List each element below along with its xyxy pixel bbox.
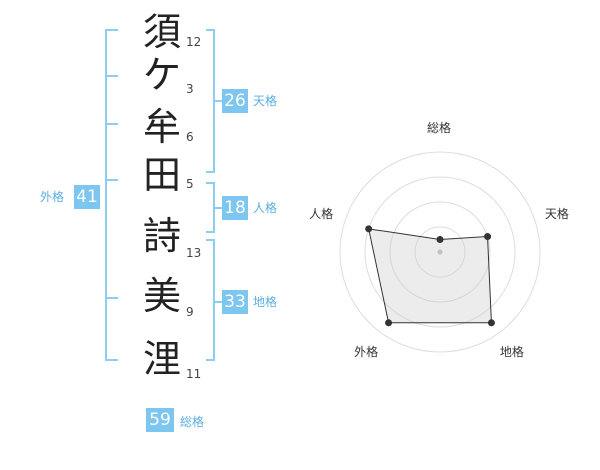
name-char-3: 牟 xyxy=(142,105,181,149)
stroke-count-1: 12 xyxy=(186,35,202,49)
stroke-count-7: 11 xyxy=(186,367,202,381)
radar-point-2 xyxy=(487,319,495,327)
radar-axis-label-soukaku: 総格 xyxy=(427,121,452,135)
radar-center xyxy=(437,249,443,255)
radar-axis-label-tenkaku: 天格 xyxy=(544,206,569,221)
tenkaku-badge: 26 xyxy=(222,89,248,113)
name-char-5: 詩 xyxy=(142,214,181,258)
radar-axis-label-gaikaku: 外格 xyxy=(354,345,379,360)
stroke-count-6: 9 xyxy=(186,305,194,319)
radar-axis-label-chikaku: 地格 xyxy=(499,345,524,360)
stroke-count-2: 3 xyxy=(186,82,194,96)
stroke-count-3: 6 xyxy=(186,130,194,144)
name-char-2: ケ xyxy=(142,53,181,97)
radar-ring-4 xyxy=(339,151,541,353)
name-char-7: 浬 xyxy=(142,337,181,381)
radar-series-polygon xyxy=(368,228,492,324)
soukaku-label: 総格 xyxy=(180,415,205,429)
gaikaku-badge: 41 xyxy=(74,185,100,209)
chikaku-label: 地格 xyxy=(253,295,278,309)
name-char-6: 美 xyxy=(142,274,181,318)
radar-axis-label-jinkaku: 人格 xyxy=(309,206,334,221)
radar-point-4 xyxy=(365,225,373,233)
radar-point-3 xyxy=(385,319,393,327)
soukaku-badge: 59 xyxy=(146,408,174,432)
radar-point-1 xyxy=(484,233,492,241)
name-char-1: 須 xyxy=(142,10,181,54)
jinkaku-label: 人格 xyxy=(253,201,278,215)
radar-ring-2 xyxy=(389,201,491,303)
radar-ring-1 xyxy=(414,226,466,278)
stroke-count-5: 13 xyxy=(186,246,202,260)
name-char-4: 田 xyxy=(142,153,181,197)
chikaku-badge: 33 xyxy=(222,290,248,314)
jinkaku-badge: 18 xyxy=(222,196,248,220)
gaikaku-label: 外格 xyxy=(40,190,65,204)
radar-ring-3 xyxy=(364,176,516,328)
tenkaku-label: 天格 xyxy=(253,94,278,108)
stroke-count-4: 5 xyxy=(186,177,194,191)
radar-point-0 xyxy=(436,236,444,243)
